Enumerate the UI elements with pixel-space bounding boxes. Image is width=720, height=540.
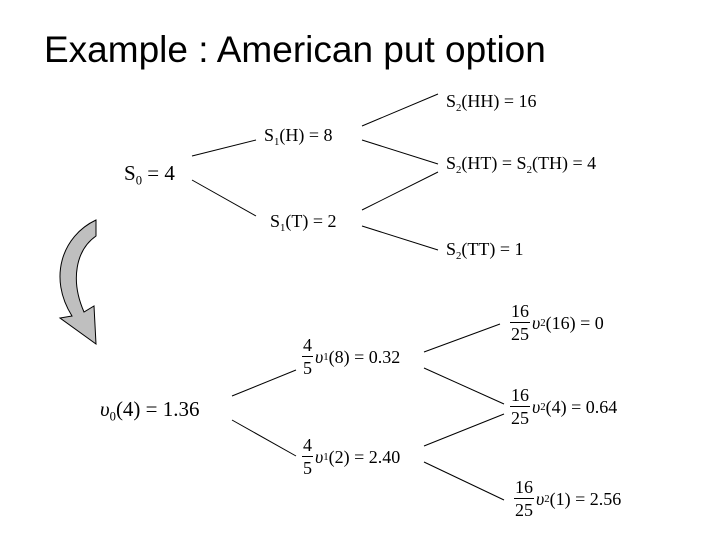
edge-s0-s1t bbox=[191, 179, 257, 217]
curved-down-arrow-icon bbox=[58, 219, 97, 346]
node-s1-h: S1(H) = 8 bbox=[264, 125, 333, 148]
edge-s1h-s2hh bbox=[361, 93, 439, 127]
node-s2-hh: S2(HH) = 16 bbox=[446, 91, 537, 114]
node-v0: υ0(4) = 1.36 bbox=[100, 397, 200, 424]
page-title: Example : American put option bbox=[44, 29, 546, 70]
edge-s1t-s2tt bbox=[361, 225, 439, 251]
edge-s0-s1h bbox=[191, 139, 257, 157]
edge-v0-v1-2 bbox=[231, 419, 297, 457]
edge-v0-v1-8 bbox=[231, 369, 297, 397]
edge-v1-2-v2-4 bbox=[423, 413, 505, 447]
edge-v1-8-v2-16 bbox=[423, 323, 501, 353]
edge-s1h-s2ht bbox=[361, 139, 439, 165]
edge-s1t-s2ht bbox=[361, 171, 439, 211]
node-s0: S0 = 4 bbox=[124, 161, 175, 188]
node-s2-ht: S2(HT) = S2(TH) = 4 bbox=[446, 153, 597, 176]
edge-v1-8-v2-4 bbox=[423, 367, 505, 405]
node-s1-t: S1(T) = 2 bbox=[270, 211, 337, 234]
node-s2-tt: S2(TT) = 1 bbox=[446, 239, 524, 262]
edge-v1-2-v2-1 bbox=[423, 461, 505, 501]
